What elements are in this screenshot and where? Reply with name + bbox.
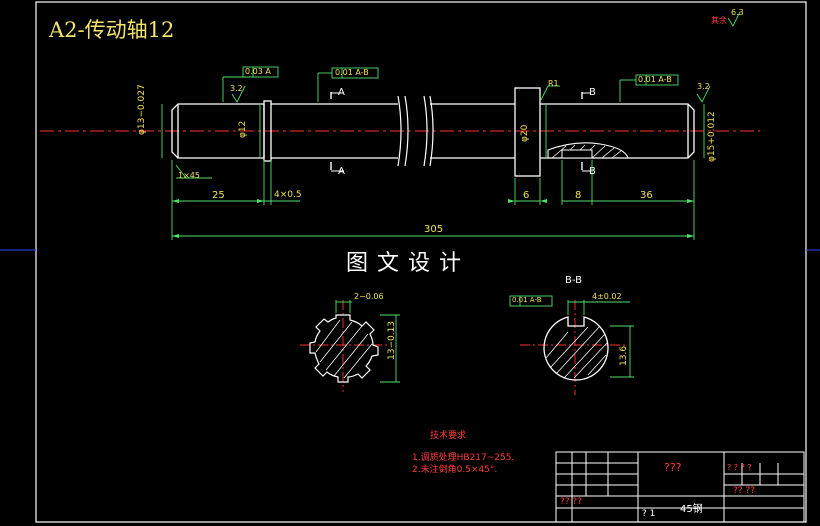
tech-req-line2: 2.未注倒角0.5×45°. [412,465,498,475]
dia-12: φ12 [238,120,248,138]
roughness-right: 3.2 [697,82,710,91]
keyway-section [547,142,629,159]
roughness-left: 3.2 [230,84,243,93]
title-block-material: 45钢 [680,504,703,515]
section-a-bottom: A [338,166,345,177]
dim-key-length: 8 [575,190,582,201]
spline-height-dim: 13−0.13 [387,320,397,360]
dim-collar: 6 [523,190,530,201]
spline-section [300,300,400,392]
section-b-bottom: B [589,166,596,177]
section-b-top: B [589,87,596,98]
roughness-label: 其余 [711,16,727,25]
radius-label: R1 [548,79,559,88]
dimension-lines [161,85,705,240]
dia-right: φ15+0.012 [707,111,717,162]
tech-req-line1: 1.调质处理HB217~255. [412,453,515,463]
tech-req-title: 技术要求 [430,431,467,441]
key-width-dim: 4±0.02 [592,292,622,301]
dia-20: φ20 [520,124,530,142]
title-block-cell-3: ? 1 [642,509,656,519]
tolerance-1: 0.03 A [245,67,271,76]
shaft-outline [171,87,695,177]
dim-right-length: 36 [640,190,653,201]
chamfer-dim: 1×45 [178,171,200,180]
section-bb-title: B-B [565,275,582,286]
title-block-cell-1: ?? ?? [560,497,582,507]
sheet-border [35,1,807,523]
dim-groove: 4×0.5 [274,190,302,200]
spline-width-dim: 2−0.06 [354,292,384,301]
keyway-section-bb [509,295,634,395]
watermark: 图文设计 [346,251,471,276]
roughness-value: 6.3 [731,8,744,17]
key-height-dim: 13.6 [619,345,629,366]
drawing-title: A2-传动轴12 [49,18,175,42]
title-block-cell-4: ?? ?? [733,486,755,496]
title-block-cell-2: ? ? ? ? [727,463,752,472]
title-block-name: ??? [664,461,682,474]
section-a-top: A [338,87,345,98]
symmetry-tolerance: 0.01 A-B [512,296,542,304]
tolerance-3: 0.01 A-B [638,75,672,84]
dia-left: φ13−0.027 [137,84,147,135]
dim-left-length: 25 [212,190,225,201]
dim-overall: 305 [424,224,444,235]
title-block [555,451,805,523]
tolerance-2: 0.01 A-B [335,68,369,77]
